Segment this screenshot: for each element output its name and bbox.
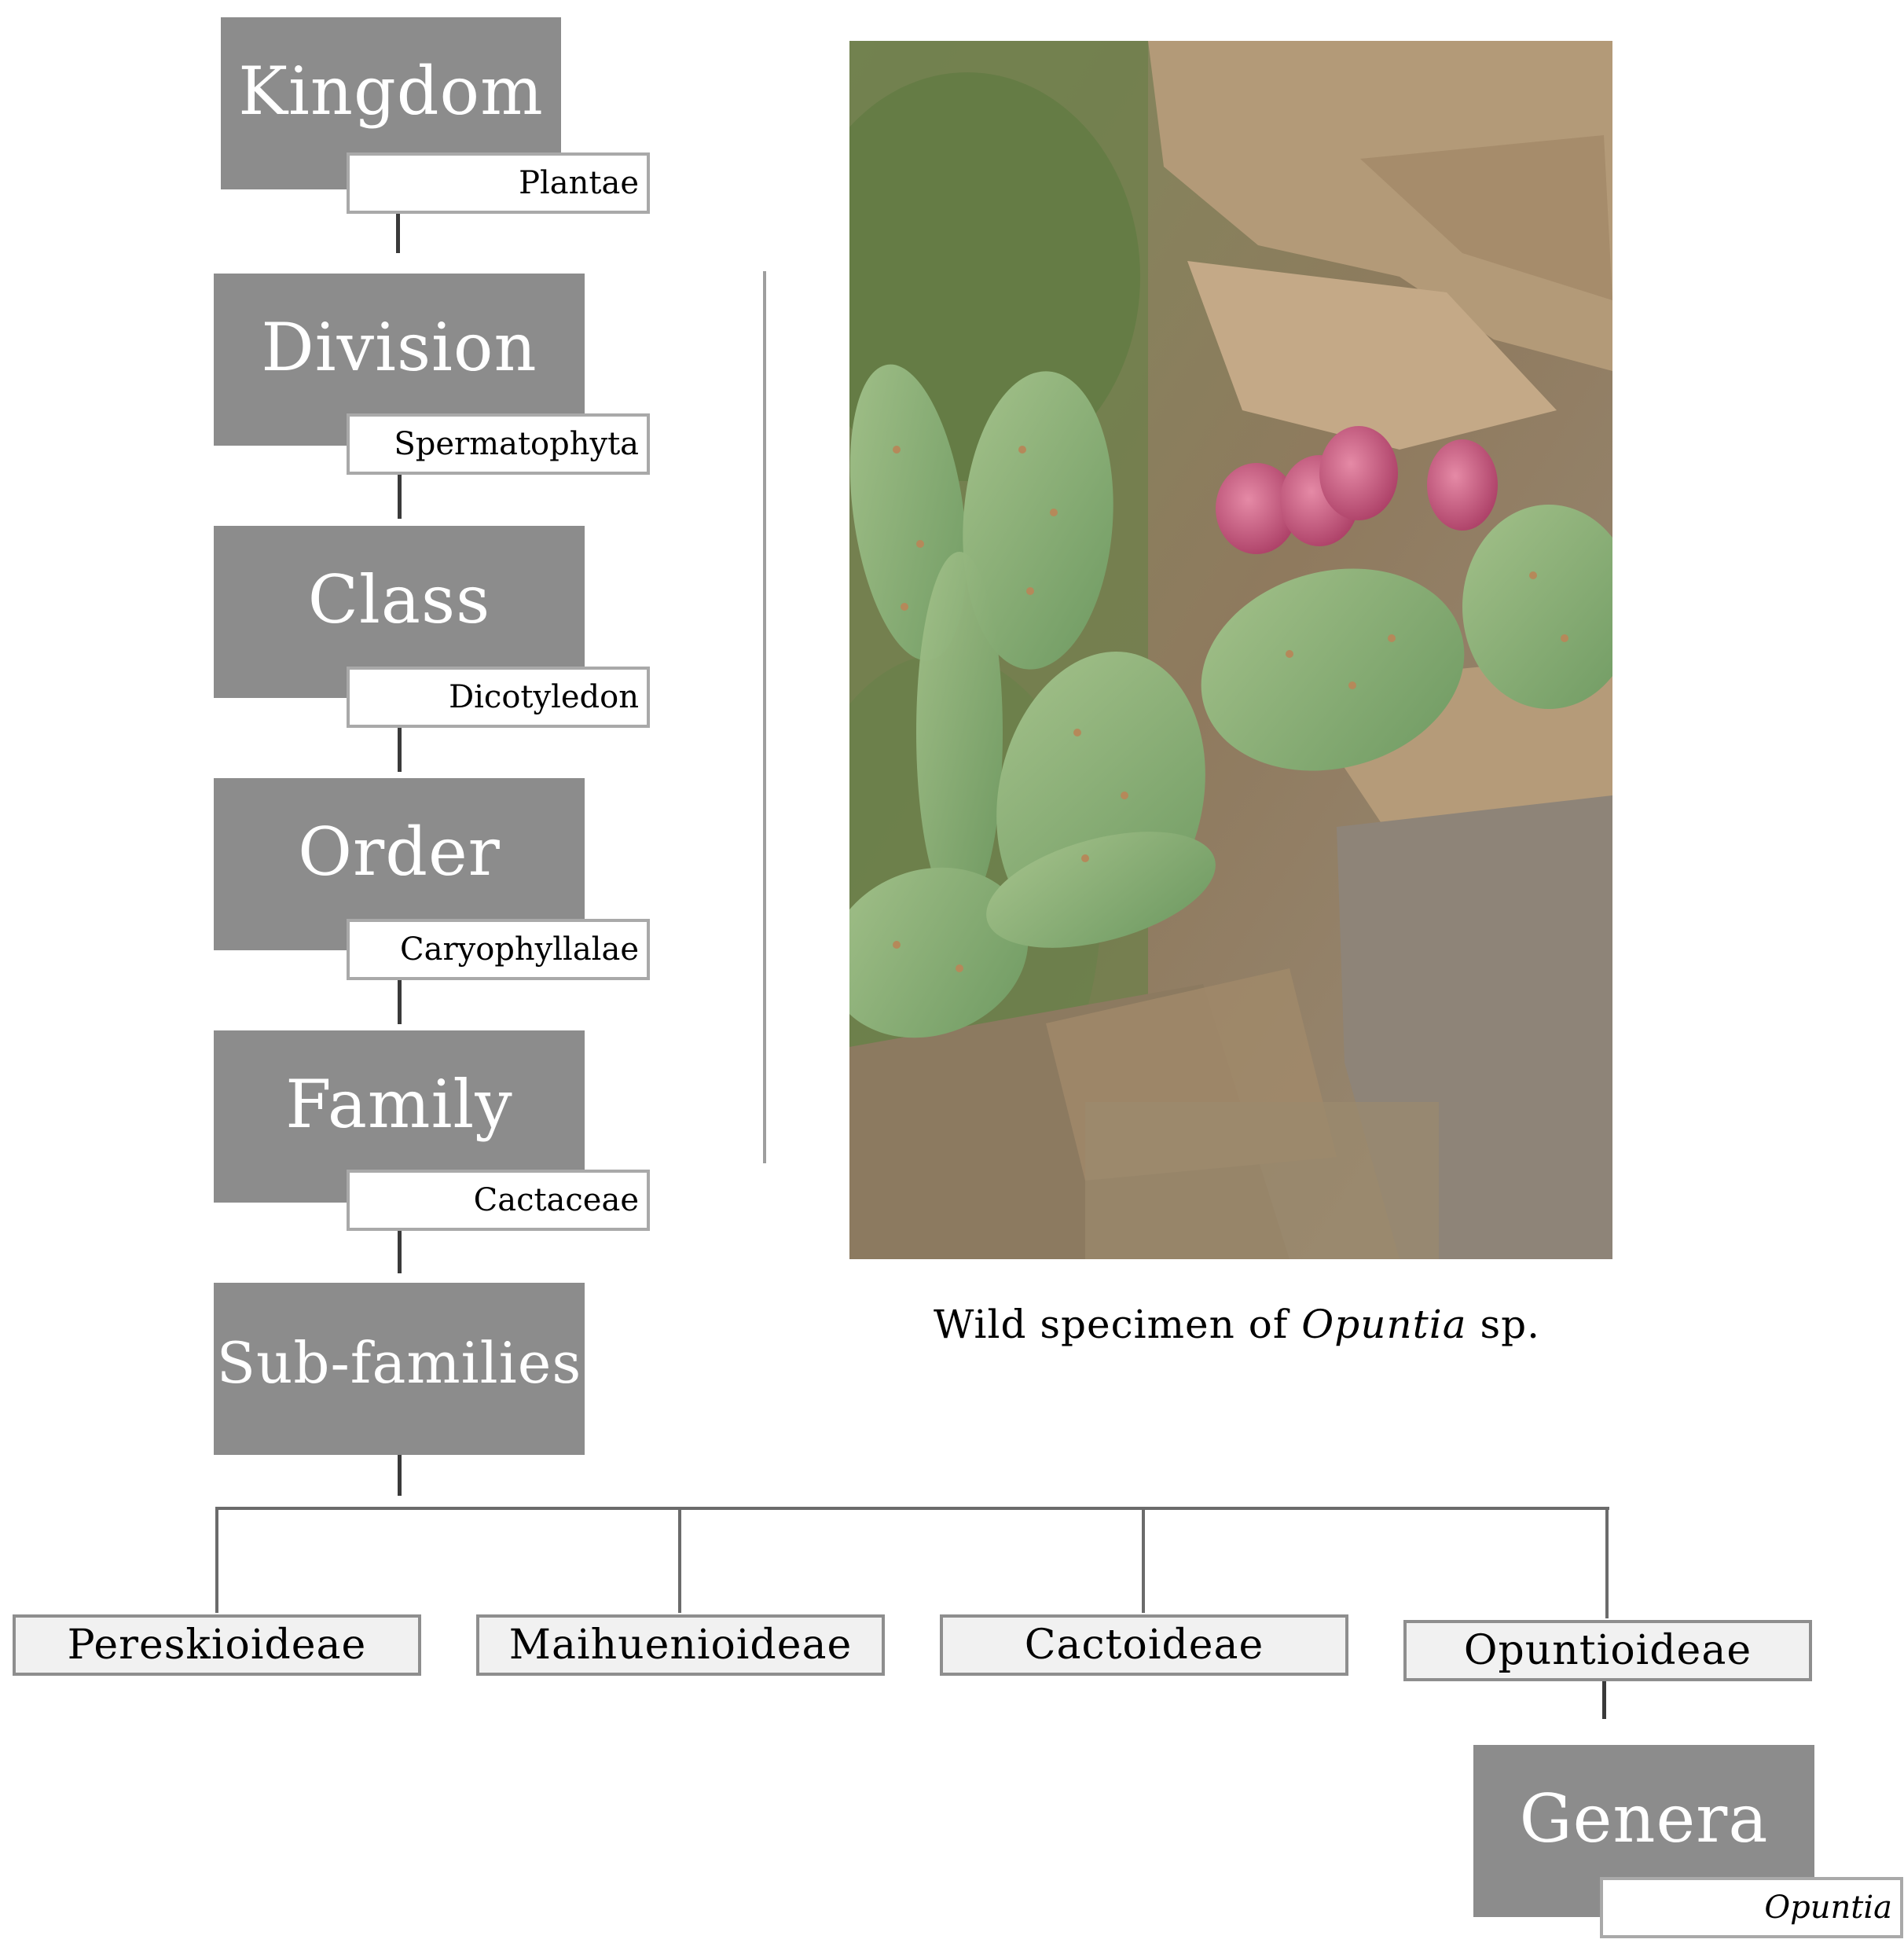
connector-line: [1602, 1681, 1606, 1719]
branch-drop: [678, 1507, 681, 1613]
rank-label: Class: [307, 561, 491, 638]
rank-label: Sub-families: [216, 1330, 582, 1396]
rank-box-subfamilies: Sub-families: [214, 1283, 585, 1455]
cactus-photo: [849, 41, 1612, 1259]
rank-label: Kingdom: [238, 53, 544, 130]
rank-label: Genera: [1519, 1780, 1769, 1857]
branch-line: [215, 1507, 1609, 1510]
branch-drop: [1605, 1507, 1609, 1618]
rank-box-order: Order: [214, 778, 585, 950]
rank-label: Order: [298, 814, 501, 891]
photo-caption: Wild specimen of Opuntia sp.: [934, 1302, 1540, 1347]
subfamily-box-pereskioideae: Pereskioideae: [13, 1614, 421, 1676]
caption-genus: Opuntia: [1301, 1302, 1467, 1347]
rank-value-kingdom: Plantae: [347, 152, 650, 214]
caption-suffix: sp.: [1466, 1302, 1540, 1347]
branch-drop: [1142, 1507, 1145, 1613]
caption-prefix: Wild specimen of: [934, 1302, 1302, 1347]
rank-value-genera: Opuntia: [1600, 1877, 1903, 1938]
subfamily-box-cactoideae: Cactoideae: [940, 1614, 1348, 1676]
connector-line: [398, 980, 402, 1024]
connector-line: [398, 1231, 402, 1273]
connector-line: [398, 475, 402, 519]
branch-drop: [215, 1507, 218, 1613]
rank-label: Family: [285, 1066, 513, 1143]
rank-value-class: Dicotyledon: [347, 667, 650, 728]
subfamily-box-maihuenioideae: Maihuenioideae: [476, 1614, 885, 1676]
connector-line: [398, 728, 402, 772]
divider-line: [763, 271, 766, 1163]
connector-line: [398, 1455, 402, 1496]
connector-line: [396, 214, 400, 253]
rank-value-division: Spermatophyta: [347, 413, 650, 475]
rank-label: Division: [261, 309, 537, 386]
rank-value-family: Cactaceae: [347, 1170, 650, 1231]
rank-value-order: Caryophyllalae: [347, 919, 650, 980]
subfamily-box-opuntioideae: Opuntioideae: [1403, 1620, 1812, 1681]
